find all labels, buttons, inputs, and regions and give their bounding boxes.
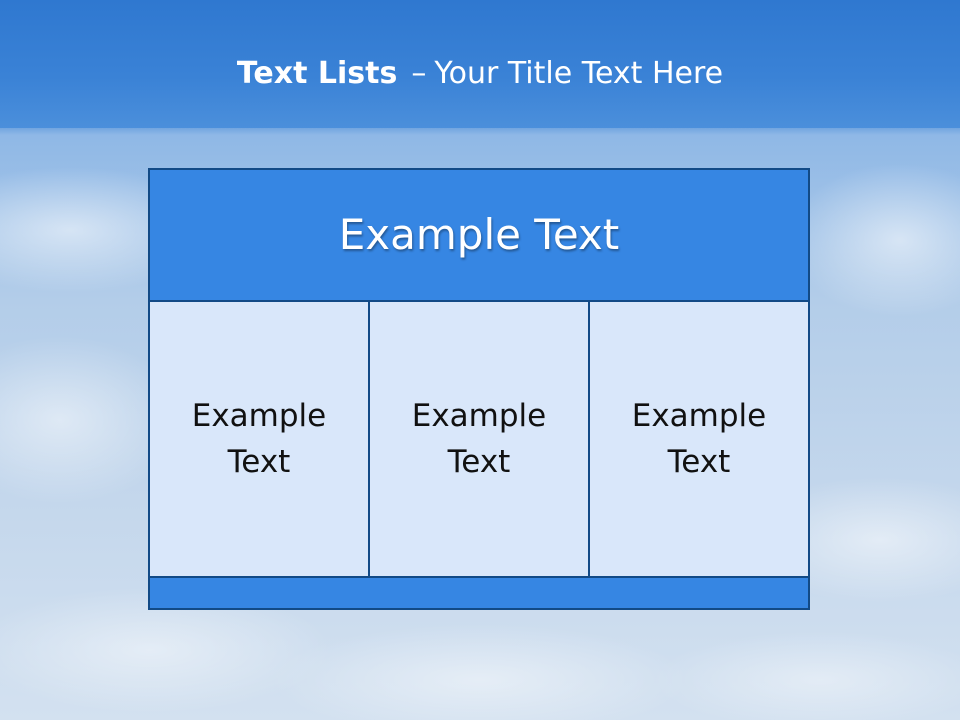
title-separator: – xyxy=(411,56,427,91)
slide-title: Text Lists–Your Title Text Here xyxy=(0,54,960,94)
column-divider-1 xyxy=(368,302,370,576)
table-footer-bar xyxy=(150,576,808,608)
text-list-table: Example Text Example Text Example Text E… xyxy=(148,168,810,610)
column-3: Example Text xyxy=(590,302,808,576)
header-text: Example Text xyxy=(338,210,620,259)
column-1-text: Example Text xyxy=(191,398,327,480)
column-1: Example Text xyxy=(150,302,368,576)
title-bold-part: Text Lists xyxy=(236,56,398,91)
title-rest-part: Your Title Text Here xyxy=(434,56,724,91)
column-2-text: Example Text xyxy=(411,398,547,480)
column-3-text: Example Text xyxy=(631,398,767,480)
table-header: Example Text xyxy=(150,170,808,302)
title-band xyxy=(0,0,960,128)
column-2: Example Text xyxy=(370,302,588,576)
column-divider-2 xyxy=(588,302,590,576)
